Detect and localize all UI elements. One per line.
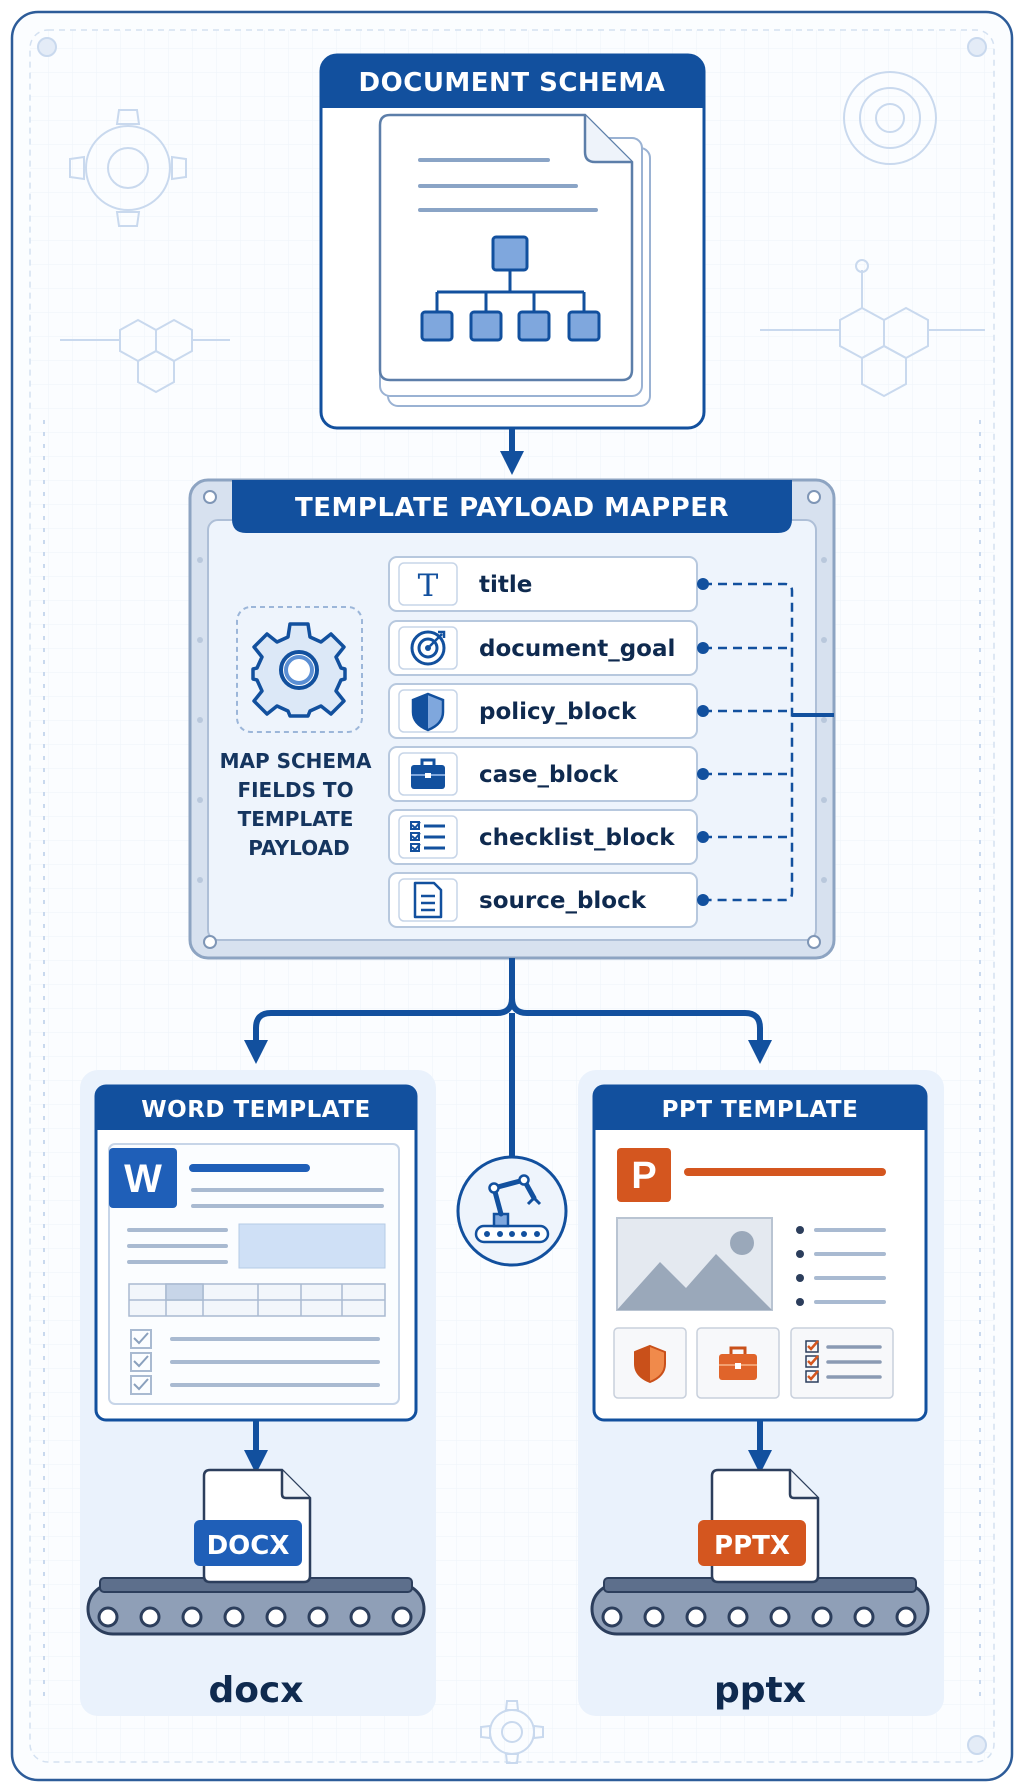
ppt-conveyor-belt-icon [590, 1577, 930, 1636]
mapper-caption-line-4: PAYLOAD [248, 836, 349, 860]
hierarchy-tree-icon [420, 235, 601, 342]
field-row-policy-block[interactable]: policy_block [388, 683, 698, 739]
orange-checklist-icon [805, 1340, 882, 1383]
field-label-source-block: source_block [479, 888, 647, 914]
ppt-bullet-list [796, 1226, 886, 1306]
word-template-card: WORD TEMPLATE W [94, 1084, 418, 1422]
mapper-caption-line-3: TEMPLATE [238, 807, 354, 831]
document-schema-box: DOCUMENT SCHEMA [319, 53, 706, 430]
document-icon [413, 881, 443, 919]
briefcase-icon [411, 758, 445, 789]
field-row-title[interactable]: T title [388, 556, 698, 612]
field-label-title: title [479, 572, 532, 598]
field-row-source-block[interactable]: source_block [388, 872, 698, 928]
shield-icon [411, 692, 445, 732]
ppt-logo-letter: P [631, 1155, 656, 1197]
word-pipeline-panel: WORD TEMPLATE W [80, 1070, 436, 1716]
ppt-shield-tile [613, 1327, 687, 1399]
target-icon [410, 630, 446, 666]
mapper-gear-icon [236, 606, 363, 733]
schema-title: DOCUMENT SCHEMA [359, 68, 666, 98]
branch-arrows [244, 958, 772, 1162]
ppt-template-title: PPT TEMPLATE [662, 1097, 859, 1123]
field-row-checklist-block[interactable]: checklist_block [388, 809, 698, 865]
docx-output-label: docx [208, 1670, 303, 1711]
mapper-caption-line-2: FIELDS TO [237, 778, 353, 802]
field-label-document-goal: document_goal [479, 636, 675, 662]
field-list: T title document_goal [388, 556, 698, 928]
robot-arm-icon [456, 1155, 568, 1267]
template-payload-mapper-box: TEMPLATE PAYLOAD MAPPER MAP SCHEMA FIELD… [188, 478, 836, 960]
mapper-caption: MAP SCHEMA FIELDS TO TEMPLATE PAYLOAD [220, 749, 379, 860]
word-checklist-icon [130, 1329, 380, 1395]
bg-small-gear-icon [480, 1700, 544, 1764]
field-connectors [703, 582, 794, 902]
docx-file-icon: DOCX [194, 1468, 312, 1584]
text-t-icon: T [418, 568, 439, 604]
ppt-checklist-tile [790, 1327, 894, 1399]
ppt-template-card: PPT TEMPLATE P [592, 1084, 928, 1422]
ppt-logo-icon: P [617, 1148, 671, 1202]
connector-dots [697, 578, 709, 906]
word-table-icon [128, 1283, 386, 1317]
word-logo-letter: W [124, 1157, 162, 1201]
orange-shield-icon [634, 1344, 666, 1384]
docx-badge: DOCX [207, 1531, 290, 1561]
image-placeholder-icon [616, 1217, 773, 1311]
field-label-checklist-block: checklist_block [479, 825, 675, 851]
field-row-case-block[interactable]: case_block [388, 746, 698, 802]
pptx-file-icon: PPTX [698, 1468, 820, 1584]
bg-hexagon-cluster [60, 259, 985, 398]
word-logo-icon: W [109, 1148, 177, 1208]
mapper-title: TEMPLATE PAYLOAD MAPPER [295, 493, 729, 523]
ppt-briefcase-tile [696, 1327, 780, 1399]
field-row-document-goal[interactable]: document_goal [388, 620, 698, 676]
bg-target-icon [843, 71, 937, 165]
orange-briefcase-icon [719, 1346, 757, 1380]
field-label-case-block: case_block [479, 762, 619, 788]
bg-gear-icon [69, 109, 187, 227]
pptx-output-label: pptx [714, 1670, 806, 1711]
word-template-title: WORD TEMPLATE [141, 1097, 370, 1123]
mapper-caption-line-1: MAP SCHEMA [220, 749, 372, 773]
checklist-icon [410, 821, 445, 852]
background-decor [37, 37, 987, 1764]
word-conveyor-belt-icon [86, 1577, 426, 1636]
ppt-pipeline-panel: PPT TEMPLATE P [578, 1070, 944, 1716]
field-label-policy-block: policy_block [479, 699, 637, 725]
pptx-badge: PPTX [714, 1531, 790, 1561]
